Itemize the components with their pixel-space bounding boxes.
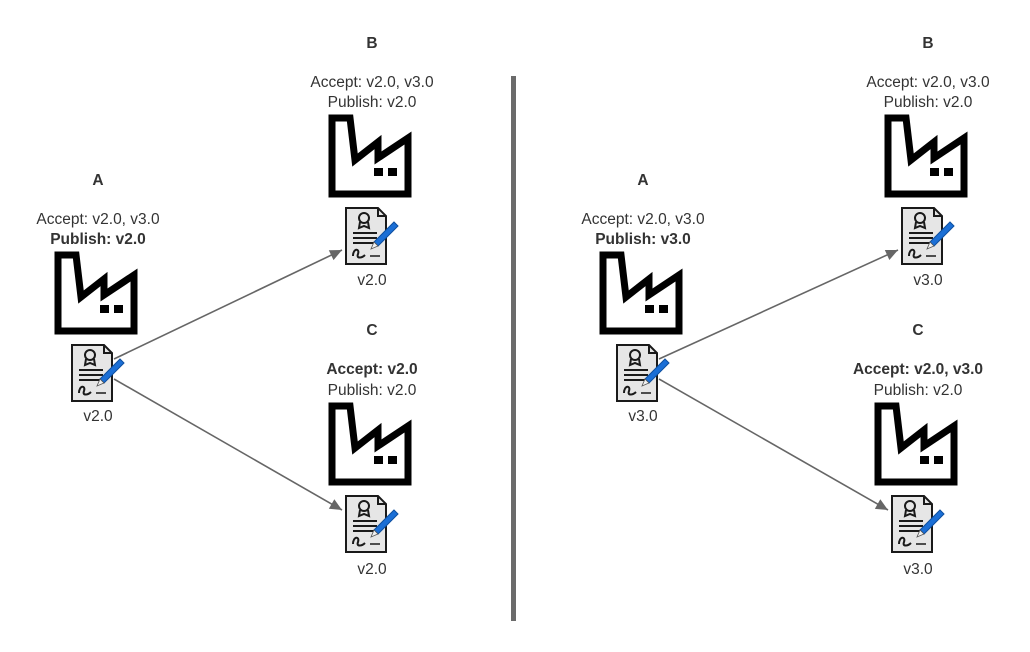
node-c-cert-version: v3.0: [903, 561, 933, 578]
node-a-publish-text: Publish: v3.0: [595, 231, 691, 248]
panel-separator: [511, 76, 516, 621]
node-b-publish-text: Publish: v2.0: [327, 94, 417, 111]
factory-icon: [328, 114, 412, 198]
node-c-cert-version: v2.0: [357, 561, 387, 578]
certificate-icon: [345, 207, 399, 265]
arrow-a-to-b-head: [884, 249, 898, 260]
certificate-icon: [891, 495, 945, 553]
arrow-a-to-b-head: [328, 250, 342, 261]
factory-icon: [54, 251, 138, 335]
node-b-cert-version: v3.0: [913, 272, 943, 289]
node-c-label: C: [366, 322, 378, 339]
node-a-cert-version: v3.0: [628, 408, 658, 425]
node-b-accept-text: Accept: v2.0, v3.0: [866, 74, 990, 91]
node-a-label: A: [92, 172, 104, 189]
node-c-accept-text: Accept: v2.0, v3.0: [852, 361, 984, 378]
certificate-icon: [345, 495, 399, 553]
factory-icon: [884, 114, 968, 198]
node-b-cert-version: v2.0: [357, 272, 387, 289]
arrow-a-to-b: [658, 249, 899, 360]
node-b-publish-text: Publish: v2.0: [883, 94, 973, 111]
node-a-accept-text: Accept: v2.0, v3.0: [581, 211, 705, 228]
node-c-publish-text: Publish: v2.0: [327, 382, 417, 399]
factory-icon: [328, 402, 412, 486]
node-b-label: B: [366, 35, 378, 52]
arrow-a-to-c-head: [328, 499, 342, 510]
factory-icon: [874, 402, 958, 486]
arrow-a-to-c: [658, 378, 889, 511]
certificate-icon: [71, 344, 125, 402]
arrow-a-to-c: [113, 378, 343, 511]
node-b-accept-text: Accept: v2.0, v3.0: [310, 74, 434, 91]
certificate-icon: [616, 344, 670, 402]
arrow-a-to-b: [113, 249, 343, 360]
node-a-accept-text: Accept: v2.0, v3.0: [36, 211, 160, 228]
node-b-label: B: [922, 35, 934, 52]
node-a-publish-text: Publish: v2.0: [50, 231, 146, 248]
node-a-cert-version: v2.0: [83, 408, 113, 425]
node-c-label: C: [912, 322, 924, 339]
arrow-a-to-c-head: [874, 499, 888, 510]
certificate-icon: [901, 207, 955, 265]
node-a-label: A: [637, 172, 649, 189]
factory-icon: [599, 251, 683, 335]
node-c-publish-text: Publish: v2.0: [873, 382, 963, 399]
node-c-accept-text: Accept: v2.0: [326, 361, 418, 378]
